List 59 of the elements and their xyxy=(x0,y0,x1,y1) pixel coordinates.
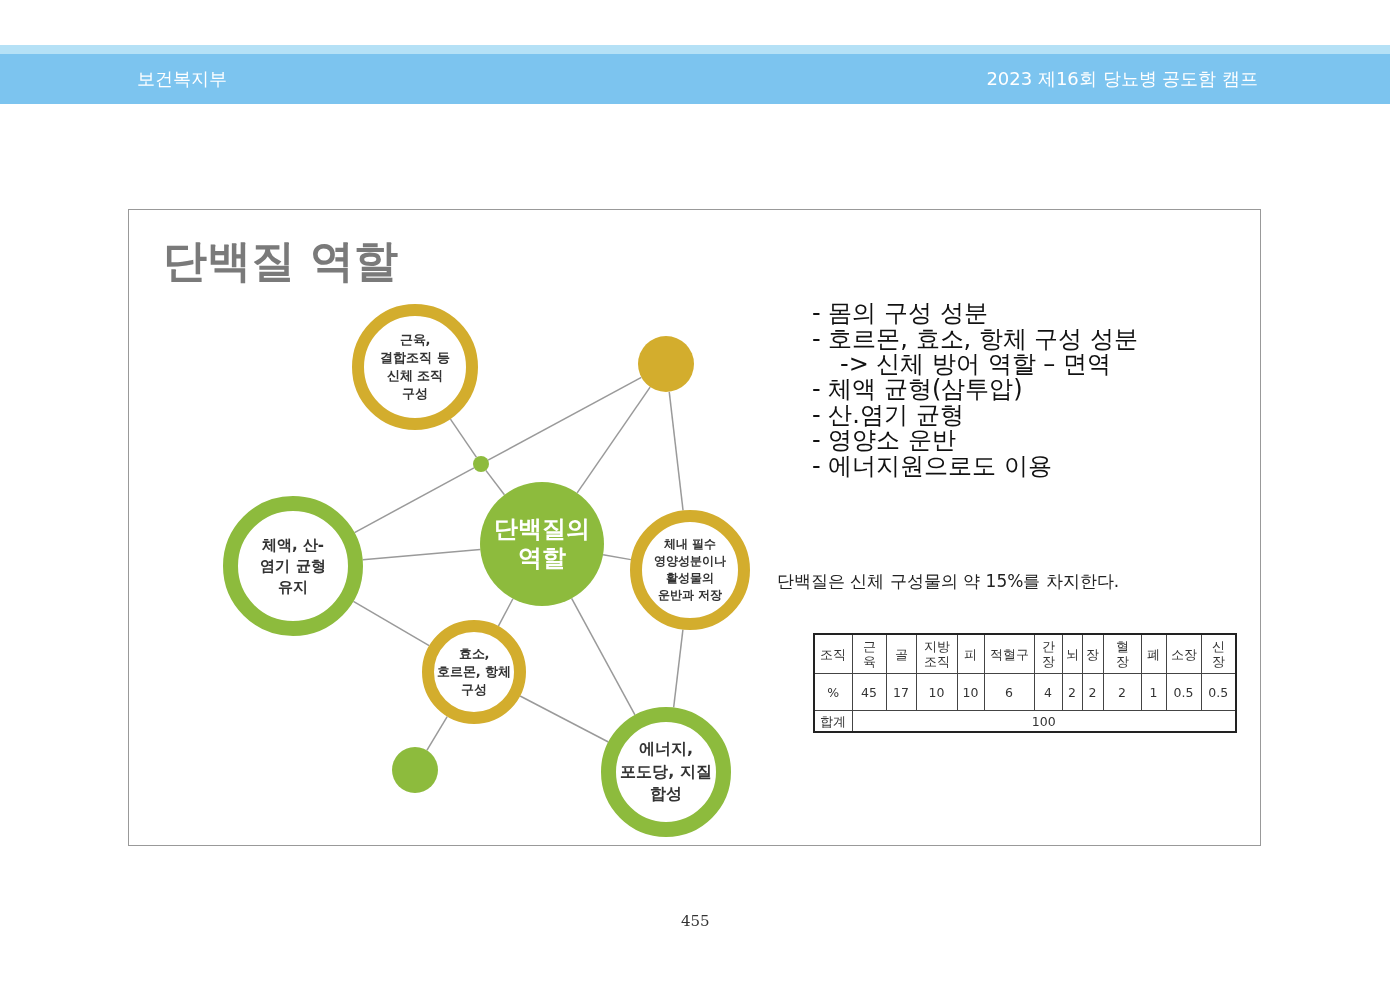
table-cell: 피 xyxy=(957,634,984,674)
table-cell: 4 xyxy=(1034,673,1062,711)
table-cell: 소장 xyxy=(1166,634,1201,674)
table-cell: 조직 xyxy=(814,634,852,674)
connector-line xyxy=(362,548,481,561)
connector-line xyxy=(487,376,643,461)
header-text: 보건복지부 xyxy=(137,67,227,91)
bullet-text: - 영양소 운반 xyxy=(812,427,956,453)
dot xyxy=(392,747,438,793)
table-cell: 1 xyxy=(1141,673,1166,711)
note-text: 단백질은 신체 구성물의 약 15%를 차지한다. xyxy=(777,570,1120,593)
table-cell: 혈장 xyxy=(1103,634,1141,674)
bullet-text: - 산.염기 균형 xyxy=(812,402,964,428)
table-cell: % xyxy=(814,673,852,711)
connector-line xyxy=(602,554,632,561)
slide-title: 단백질 역할 xyxy=(163,234,399,288)
circle-label: 체액, 산-염기 균형 유지 xyxy=(259,534,327,598)
table-cell: 2 xyxy=(1062,673,1082,711)
circle-label: 효소, 호르몬, 항체 구성 xyxy=(436,644,512,700)
circle-label: 근육, 결합조직 등 신체 조직 구성 xyxy=(379,330,451,404)
table-cell: 10 xyxy=(957,673,984,711)
table-cell: 적혈구 xyxy=(984,634,1034,674)
connector-line xyxy=(576,386,651,494)
connector-line xyxy=(426,715,448,752)
connector-line xyxy=(519,695,610,743)
table-cell: 근육 xyxy=(852,634,886,674)
bullet-text: - 체액 균형(삼투압) xyxy=(812,376,1023,402)
table-cell: 뇌 xyxy=(1062,634,1082,674)
table-cell: 10 xyxy=(916,673,957,711)
table-cell: 골 xyxy=(886,634,916,674)
connector-line xyxy=(485,469,506,496)
bullet-text: - 에너지원으로도 이용 xyxy=(812,453,1052,479)
dot xyxy=(638,336,694,392)
circle-label: 에너지, 포도당, 지질 합성 xyxy=(619,738,713,806)
table-cell: 6 xyxy=(984,673,1034,711)
table-cell: 2 xyxy=(1082,673,1103,711)
table-cell: 0.5 xyxy=(1166,673,1201,711)
dot xyxy=(473,456,489,472)
connector-line xyxy=(570,597,636,716)
bullet-text: - 호르몬, 효소, 항체 구성 성분 xyxy=(812,326,1139,352)
circle-label: 단백질의 역할 xyxy=(493,515,591,573)
connector-line xyxy=(449,418,478,459)
bullet-text: - 몸의 구성 성분 xyxy=(812,300,988,326)
table-cell: 2 xyxy=(1103,673,1141,711)
header-text: 2023 제16회 당뇨병 공도함 캠프 xyxy=(986,67,1258,91)
table-cell: 폐 xyxy=(1141,634,1166,674)
circle-label: 체내 필수 영양성분이나 활성물의 운반과 저장 xyxy=(653,536,727,604)
connector-line xyxy=(353,467,475,534)
connector-line xyxy=(497,598,514,627)
table-cell: 17 xyxy=(886,673,916,711)
page-number: 455 xyxy=(681,912,710,930)
table-cell: 장 xyxy=(1082,634,1103,674)
connector-line xyxy=(672,628,684,709)
table-cell: 간장 xyxy=(1034,634,1062,674)
connector-line xyxy=(668,391,684,512)
connector-line xyxy=(352,600,430,647)
table-cell: 45 xyxy=(852,673,886,711)
table-cell: 지방 조직 xyxy=(916,634,957,674)
bullet-text: -> 신체 방어 역할 – 면역 xyxy=(840,351,1111,377)
